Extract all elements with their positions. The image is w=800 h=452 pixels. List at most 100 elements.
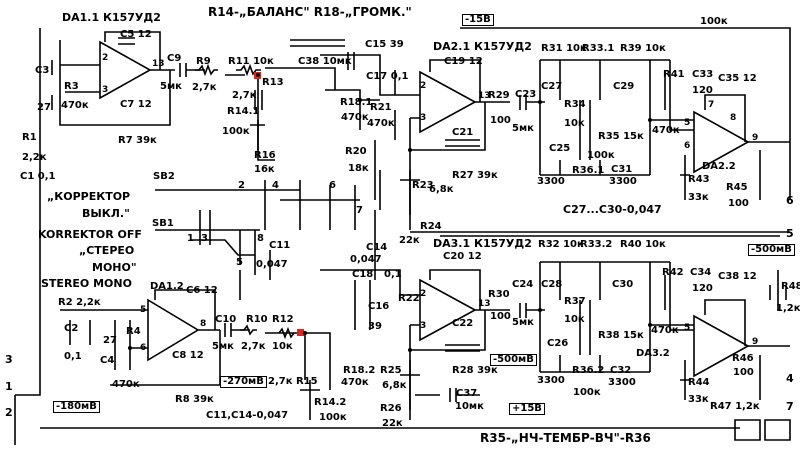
c10-value: 5мк [212, 341, 234, 352]
r1-value: 2,2к [22, 152, 47, 163]
c25-label: C25 [549, 143, 571, 154]
r45-label: R45 [726, 182, 748, 193]
r23-value: 6,8к [429, 184, 454, 195]
c14-label: C14 [366, 242, 388, 253]
header-title: R14-„БАЛАНС" R18-„ГРОМК." [208, 5, 412, 19]
c7-label: C7 12 [120, 99, 152, 110]
opamp-da21-label: DA2.1 К157УД2 [433, 40, 532, 53]
opamp-da12 [147, 298, 200, 362]
r13-value: 2,7к [232, 90, 257, 101]
r38-label: R38 15к [598, 330, 644, 341]
c4-label: C4 [100, 355, 115, 366]
r20-value: 18к [348, 163, 369, 174]
r46-value: 100 [733, 367, 754, 378]
r45-value: 100 [728, 198, 749, 209]
r331-label: R33.1 [582, 43, 615, 54]
c11-value: 0,047 [256, 259, 288, 270]
r141-value: 100к [222, 126, 250, 137]
opamp-da31 [419, 278, 477, 342]
r11-label: R11 10к [228, 56, 274, 67]
r24-value: 22к [399, 235, 420, 246]
footer-title: R35-„НЧ-ТЕМБР-ВЧ"-R36 [480, 431, 651, 445]
voltage-500mv-top: -500мВ [748, 244, 795, 256]
switch-pin-1: 1 [187, 233, 194, 244]
node-markers [254, 72, 304, 336]
c8-label: C8 12 [172, 350, 204, 361]
r15-label: 2,7к R15 [268, 376, 318, 387]
svg-text:2: 2 [102, 53, 108, 63]
r43-value: 33к [688, 192, 709, 203]
switch-pin-6: 6 [329, 180, 336, 191]
r361-value: 100к [587, 150, 615, 161]
c3-value: 27 [37, 102, 51, 113]
svg-text:3: 3 [420, 113, 426, 123]
r23-label: R23 [412, 180, 434, 191]
r47-label: R47 1,2к [710, 401, 760, 412]
r27-label: R27 39к [452, 170, 498, 181]
c17-label: C17 0,1 [366, 71, 409, 82]
r100k-label: 100к [700, 16, 728, 27]
switch-pin-4: 4 [272, 180, 279, 191]
switch-sb2-label: SB2 [153, 171, 175, 182]
r16-label: R16 [254, 150, 276, 161]
c9-value: 5мк [160, 81, 182, 92]
r21-label: R21 [370, 102, 392, 113]
svg-text:5: 5 [140, 305, 146, 315]
switch-mode-line4: „СТЕРЕО [79, 244, 135, 257]
r142-label: R14.2 [314, 397, 347, 408]
opamp-da22-label: DA2.2 [702, 161, 736, 172]
switch-sb1-label: SB1 [152, 218, 174, 229]
c28-label: C28 [541, 279, 563, 290]
c33-value: 120 [692, 85, 713, 96]
c37-value: 10мк [455, 401, 484, 412]
c26-label: C26 [547, 338, 569, 349]
r28-label: R28 39к [452, 365, 498, 376]
switch-pin-7: 7 [356, 205, 363, 216]
svg-text:2: 2 [420, 289, 426, 299]
r41-value: 470к [652, 125, 680, 136]
r37-label: R37 [564, 296, 586, 307]
opamp-da22 [693, 110, 750, 174]
switch-pin-2: 2 [238, 180, 245, 191]
c16-label: C16 [368, 301, 390, 312]
r26-value: 22к [382, 418, 403, 429]
c26-value: 3300 [537, 375, 565, 386]
opamp-da11-label: DA1.1 К157УД2 [62, 11, 161, 24]
terminal-1: 1 [5, 380, 13, 393]
supply-positive-label: +15В [509, 403, 545, 415]
r182-value: 470к [341, 377, 369, 388]
voltage-500mv-bottom: -500мВ [490, 354, 537, 366]
r21-value: 470к [367, 118, 395, 129]
c14-value: 0,047 [350, 254, 382, 265]
svg-text:9: 9 [752, 133, 758, 143]
r30-value: 100 [490, 311, 511, 322]
svg-text:3: 3 [102, 85, 108, 95]
c11-label: C11 [269, 240, 291, 251]
r34-label: R34 [564, 99, 586, 110]
voltage-270mv-label: -270мВ [220, 376, 267, 388]
terminal-4: 4 [786, 372, 794, 385]
svg-text:13: 13 [478, 299, 491, 309]
supply-negative-label: -15В [462, 14, 494, 26]
c34-value: 120 [692, 283, 713, 294]
switch-mode-line1: „КОРРЕКТОР [47, 190, 131, 203]
c31-value: 3300 [609, 176, 637, 187]
opamp-da11 [99, 40, 152, 100]
svg-text:2: 2 [420, 81, 426, 91]
opamp-da32-label: DA3.2 [636, 348, 670, 359]
r10-label: R10 [246, 314, 268, 325]
r39-label: R39 10к [620, 43, 666, 54]
r22-label: R22 [398, 293, 420, 304]
c18-value: 0,1 [384, 269, 402, 280]
c30-label: C30 [612, 279, 634, 290]
c2-value: 0,1 [64, 351, 82, 362]
r48-value: 1,2к [776, 303, 800, 314]
r24-label: R24 [420, 221, 442, 232]
opamp-da31-label: DA3.1 К157УД2 [433, 237, 532, 250]
c32-label: C32 [610, 365, 632, 376]
c5-label: C5 12 [120, 29, 152, 40]
c3-label: C3 [35, 65, 50, 76]
c33-label: C33 [692, 69, 714, 80]
r4-label: R4 [126, 326, 141, 337]
switch-pin-5: 5 [236, 257, 243, 268]
